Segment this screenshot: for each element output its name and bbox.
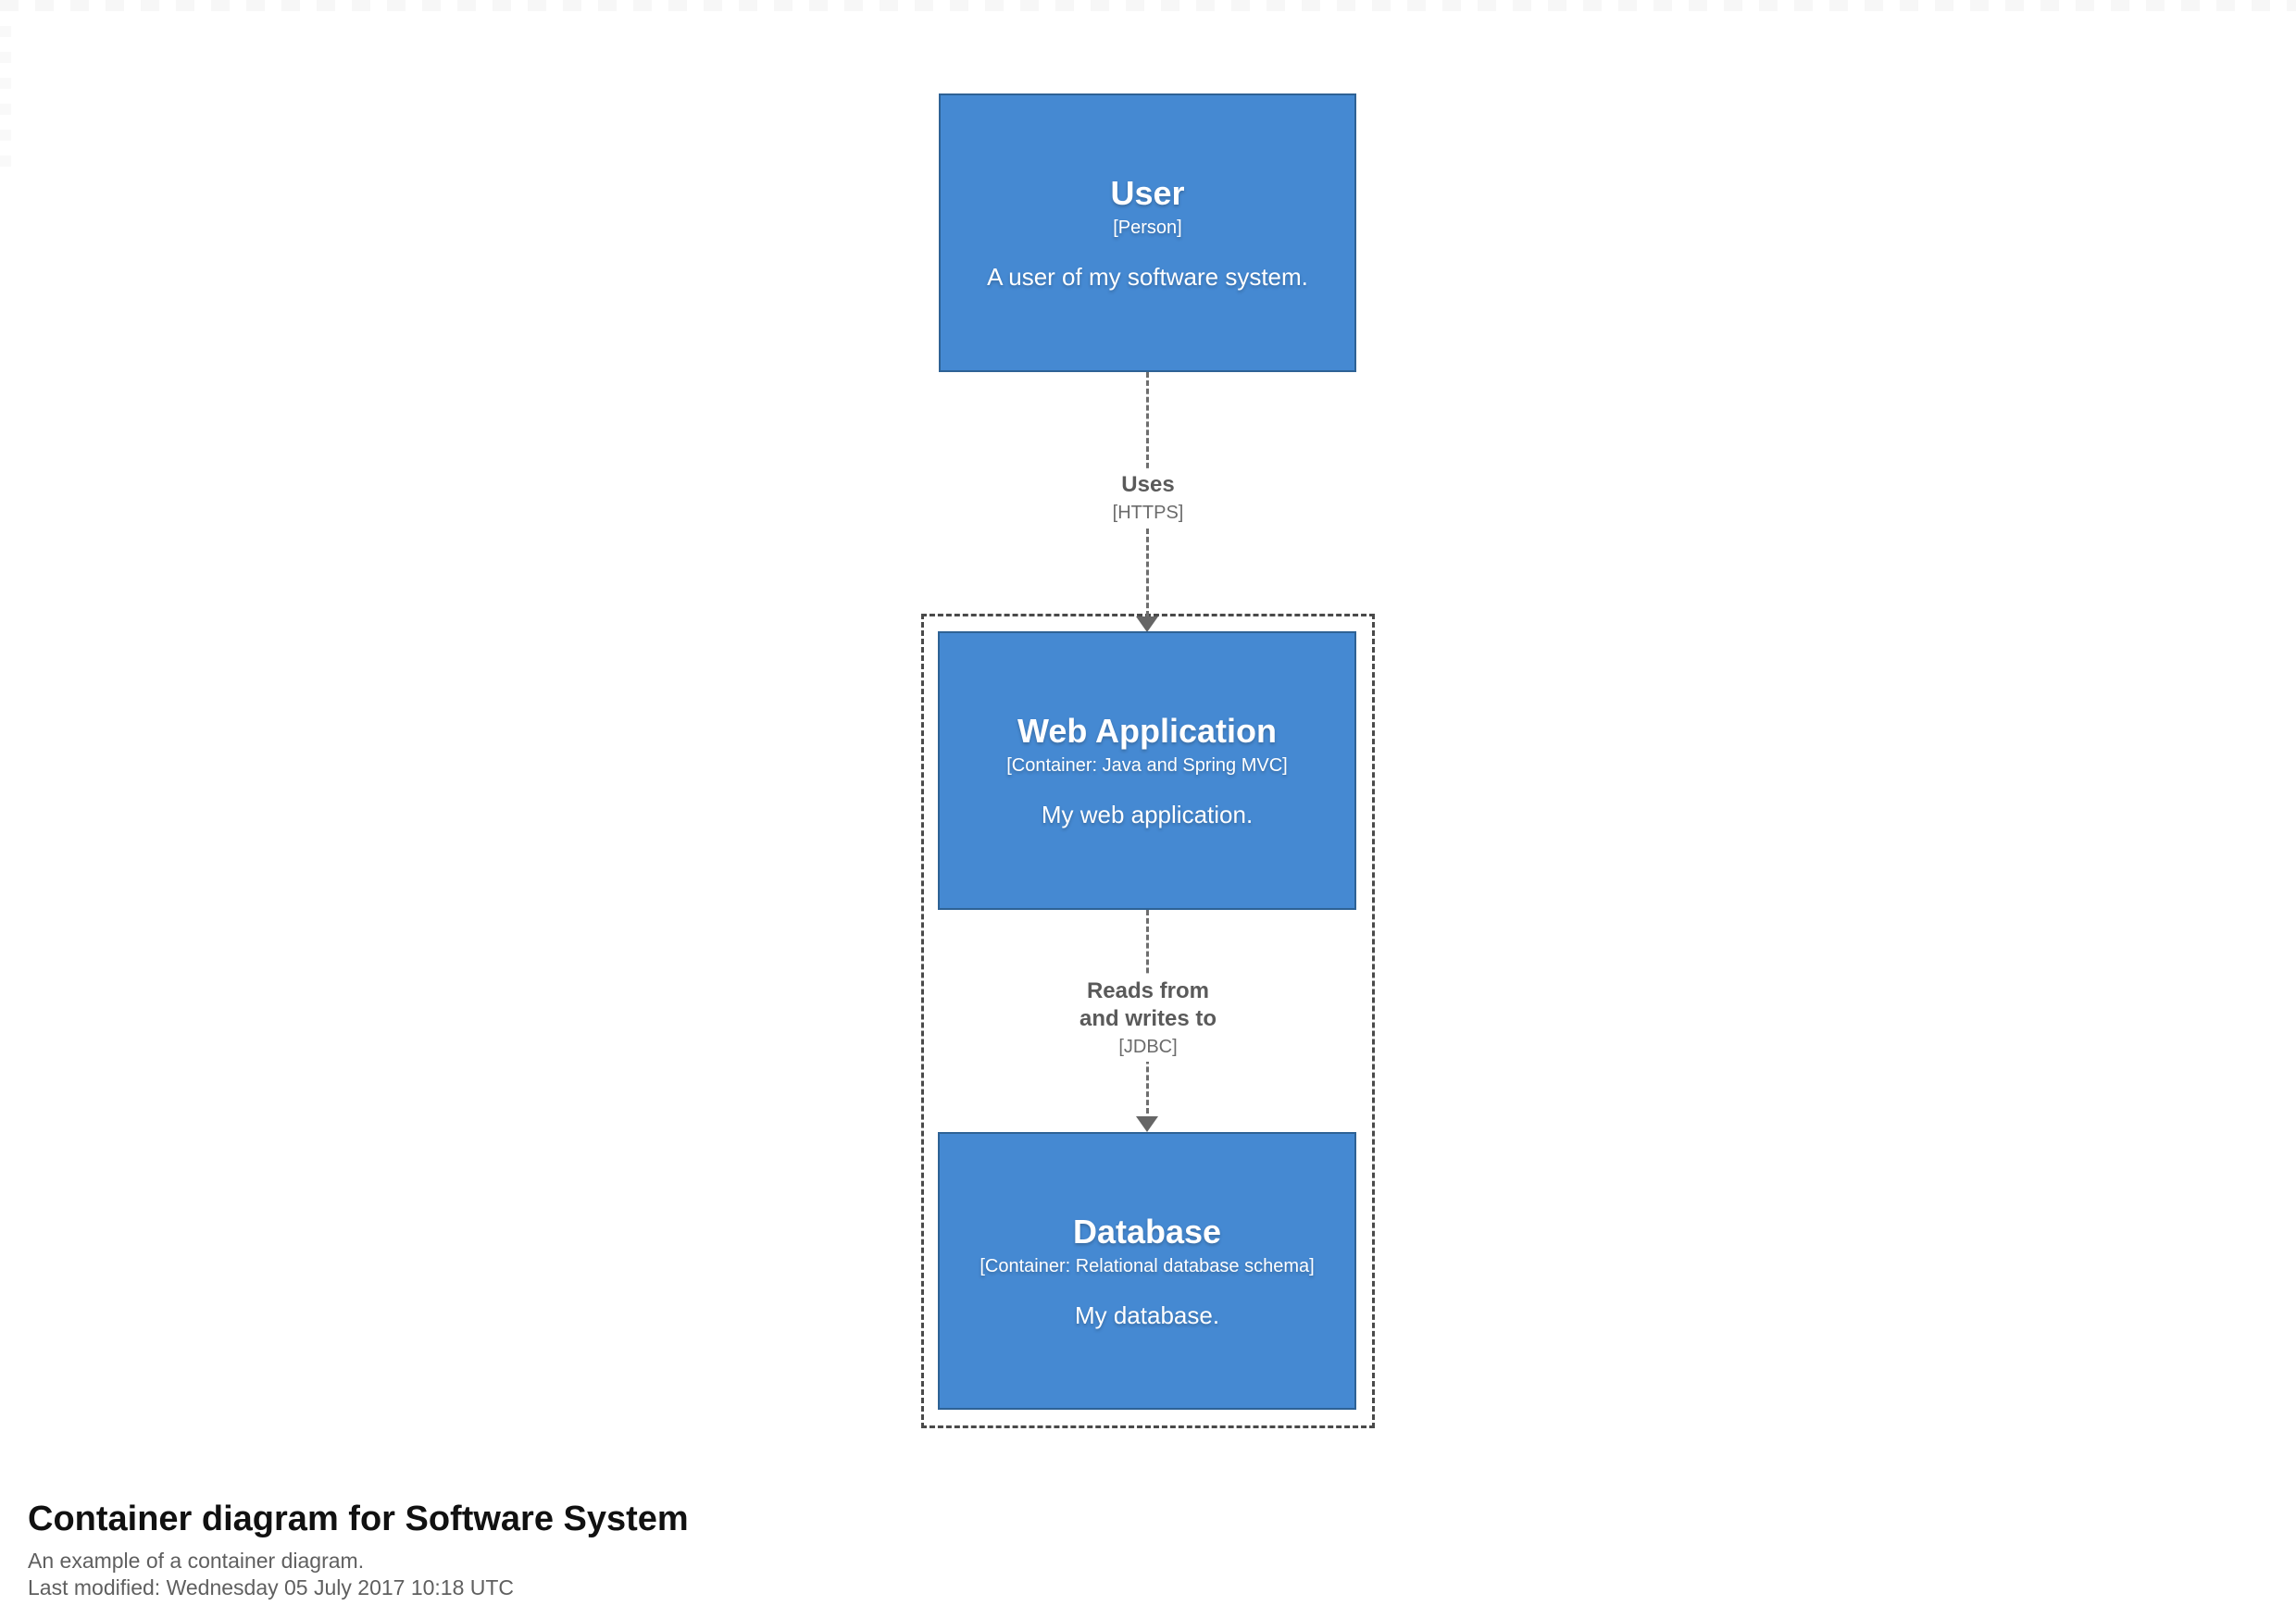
page-edge-top: [0, 0, 2296, 11]
node-meta: [Container: Java and Spring MVC]: [1006, 755, 1288, 776]
node-description: My web application.: [1041, 801, 1254, 828]
node-meta: [Person]: [1113, 218, 1182, 238]
node-name: Web Application: [1017, 712, 1277, 750]
node-name: User: [1110, 174, 1185, 212]
arrowhead-icon: [1136, 616, 1158, 632]
node-database[interactable]: Database [Container: Relational database…: [938, 1132, 1356, 1410]
relationship-technology: [JDBC]: [1118, 1037, 1178, 1057]
node-description: A user of my software system.: [987, 263, 1308, 291]
relationship-technology: [HTTPS]: [1112, 503, 1184, 523]
relationship-label-reads-writes[interactable]: Reads from and writes to [JDBC]: [1057, 975, 1239, 1062]
node-web-application[interactable]: Web Application [Container: Java and Spr…: [938, 631, 1356, 910]
node-user[interactable]: User [Person] A user of my software syst…: [939, 93, 1356, 372]
node-description: My database.: [1074, 1301, 1220, 1329]
relationship-text: Reads from and writes to: [1079, 978, 1217, 1031]
diagram-metadata: Container diagram for Software System An…: [28, 1498, 689, 1601]
relationship-label-uses[interactable]: Uses [HTTPS]: [1104, 468, 1192, 528]
page-edge-left: [0, 26, 11, 179]
node-name: Database: [1072, 1212, 1222, 1251]
relationship-text: Uses: [1121, 472, 1175, 497]
diagram-last-modified: Last modified: Wednesday 05 July 2017 10…: [28, 1575, 515, 1599]
diagram-subtitle: An example of a container diagram.: [28, 1549, 365, 1573]
diagram-title: Container diagram for Software System: [28, 1500, 689, 1538]
arrowhead-icon: [1136, 1116, 1158, 1132]
node-meta: [Container: Relational database schema]: [980, 1255, 1315, 1276]
